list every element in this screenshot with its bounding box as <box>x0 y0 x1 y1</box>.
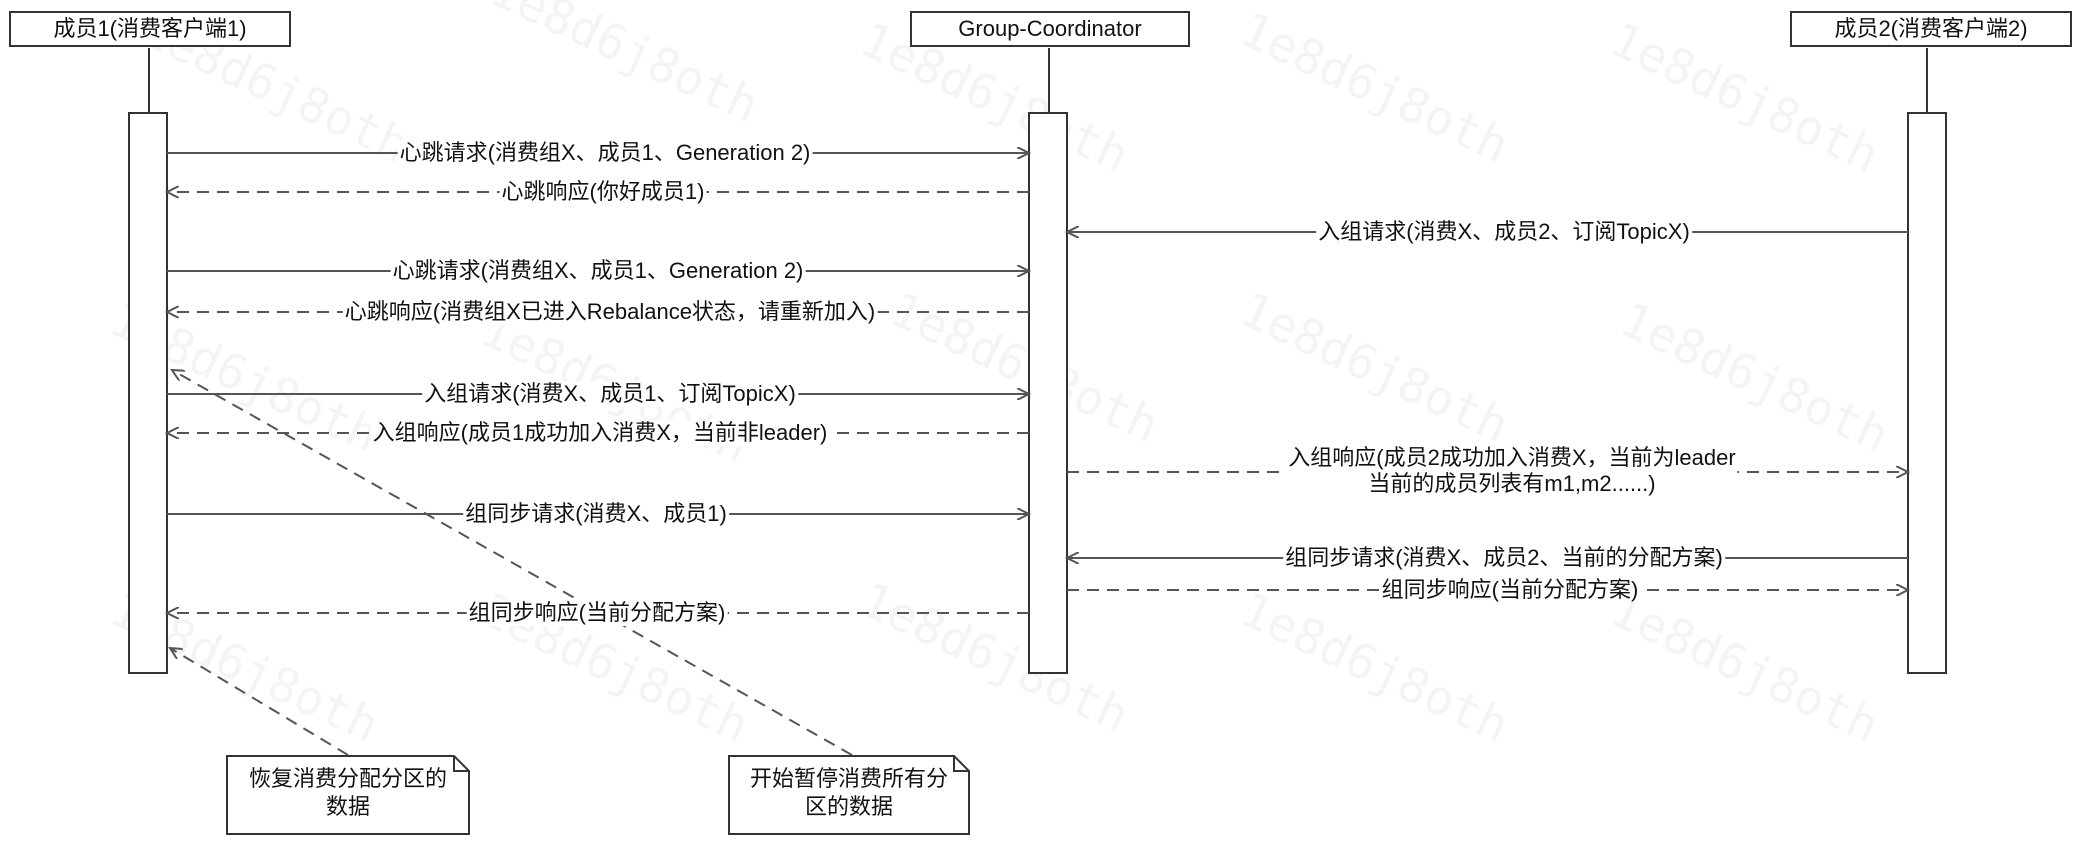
message-label-join-response-member2: 入组响应(成员2成功加入消费X，当前为leader 当前的成员列表有m1,m2.… <box>1286 445 1738 497</box>
note-connector-pause <box>172 370 853 756</box>
note-restore-data: 恢复消费分配分区的 数据 <box>226 755 470 835</box>
note-text-line: 恢复消费分配分区的 <box>248 766 447 791</box>
note-shape <box>226 755 470 835</box>
message-label-line: 入组响应(成员2成功加入消费X，当前为leader <box>1288 445 1736 470</box>
message-label-sync-request-member2: 组同步请求(消费X、成员2、当前的分配方案) <box>1283 545 1725 571</box>
message-label-heartbeat-request-2: 心跳请求(消费组X、成员1、Generation 2) <box>390 258 806 284</box>
message-label-line: 当前的成员列表有m1,m2......) <box>1368 471 1656 496</box>
message-label-heartbeat-response-2: 心跳响应(消费组X已进入Rebalance状态，请重新加入) <box>342 299 878 325</box>
activation-member2 <box>1907 112 1947 674</box>
participant-member1: 成员1(消费客户端1) <box>9 11 291 47</box>
message-label-sync-response-member2: 组同步响应(当前分配方案) <box>1379 577 1641 603</box>
message-label-heartbeat-request-1: 心跳请求(消费组X、成员1、Generation 2) <box>397 140 813 166</box>
message-label-heartbeat-response-1: 心跳响应(你好成员1) <box>499 179 707 205</box>
activation-member1 <box>128 112 168 674</box>
note-pause-consumption: 开始暂停消费所有分 区的数据 <box>728 755 970 835</box>
note-text-line: 区的数据 <box>804 794 893 819</box>
participant-member2: 成员2(消费客户端2) <box>1790 11 2072 47</box>
message-label-join-request-member2: 入组请求(消费X、成员2、订阅TopicX) <box>1316 219 1692 245</box>
message-label-sync-request-member1: 组同步请求(消费X、成员1) <box>463 501 729 527</box>
note-text-line: 数据 <box>325 794 370 819</box>
message-label-join-request-member1: 入组请求(消费X、成员1、订阅TopicX) <box>422 381 798 407</box>
activation-coordinator <box>1028 112 1068 674</box>
note-shape <box>728 755 970 835</box>
message-label-sync-response-member1: 组同步响应(当前分配方案) <box>466 600 728 626</box>
participant-coordinator: Group-Coordinator <box>910 11 1190 47</box>
note-text-line: 开始暂停消费所有分 <box>749 766 948 791</box>
message-label-join-response-member1: 入组响应(成员1成功加入消费X，当前非leader) <box>370 420 830 446</box>
note-connector-restore <box>170 648 349 756</box>
